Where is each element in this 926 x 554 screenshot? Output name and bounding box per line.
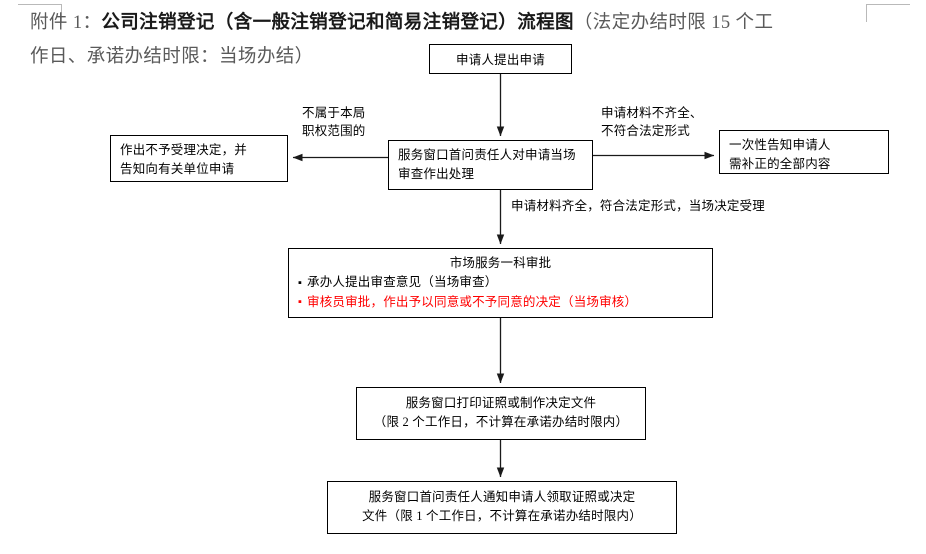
crop-mark-top-right-vertical [866, 4, 867, 22]
node-notify-correction[interactable]: 一次性告知申请人 需补正的全部内容 [719, 130, 889, 174]
title-paren-open: （法定办结时限 15 个工 [573, 13, 774, 33]
title-line2-prefix: 作日、承诺办结时限： [30, 47, 220, 67]
node-approval-bullet-1-text: 承办人提出审查意见（当场审查） [307, 275, 498, 289]
edge-label-out-of-scope-line-1: 不属于本局 [302, 106, 366, 120]
node-service-window-review[interactable]: 服务窗口首问责任人对申请当场 审查作出处理 [388, 140, 593, 190]
node-approval-bullet-2: ▪ 审核员审批，作出予以同意或不予同意的决定（当场审核） [298, 293, 703, 313]
crop-mark-top-right-horizontal [866, 4, 910, 5]
bullet-dot-icon: ▪ [298, 296, 303, 309]
node-approval-title: 市场服务一科审批 [449, 256, 552, 270]
node-deliver-line-2: 文件（限 1 个工作日，不计算在承诺办结时限内） [362, 509, 642, 523]
node-applicant-submits[interactable]: 申请人提出申请 [429, 44, 572, 74]
document-title: 附件 1：公司注销登记（含一般注销登记和简易注销登记）流程图（法定办结时限 15… [30, 6, 910, 40]
node-reject-line-2: 告知向有关单位申请 [120, 162, 235, 176]
crop-mark-top-left-horizontal [18, 4, 62, 5]
crop-mark-top-left-vertical [61, 4, 62, 22]
node-window-line-1: 服务窗口首问责任人对申请当场 [398, 148, 576, 162]
title-line2-highlight: 当场办结 [219, 47, 295, 67]
node-market-service-approval[interactable]: 市场服务一科审批 ▪ 承办人提出审查意见（当场审查） ▪ 审核员审批，作出予以同意或… [288, 248, 713, 318]
document-title-line-2: 作日、承诺办结时限：当场办结） [30, 40, 314, 74]
node-deliver-line-1: 服务窗口首问责任人通知申请人领取证照或决定 [368, 490, 636, 504]
node-reject-line-1: 作出不予受理决定，并 [120, 143, 248, 157]
node-notify-line-1: 一次性告知申请人 [729, 138, 831, 152]
title-line2-suffix: ） [294, 47, 314, 67]
node-print-certificate[interactable]: 服务窗口打印证照或制作决定文件 （限 2 个工作日，不计算在承诺办结时限内） [356, 387, 646, 440]
title-prefix: 附件 1： [30, 13, 102, 33]
node-apply-label: 申请人提出申请 [456, 53, 545, 67]
node-approval-bullet-1: ▪ 承办人提出审查意见（当场审查） [298, 273, 703, 293]
edge-label-incomplete-line-1: 申请材料不齐全、 [601, 106, 703, 120]
node-notify-line-2: 需补正的全部内容 [729, 157, 831, 171]
edge-label-out-of-scope: 不属于本局 职权范围的 [302, 104, 366, 140]
node-print-line-1: 服务窗口打印证照或制作决定文件 [405, 396, 597, 410]
bullet-dot-icon: ▪ [298, 276, 303, 289]
node-approval-bullet-2-text: 审核员审批，作出予以同意或不予同意的决定（当场审核） [307, 294, 638, 309]
edge-label-incomplete-line-2: 不符合法定形式 [601, 124, 690, 138]
node-deliver-documents[interactable]: 服务窗口首问责任人通知申请人领取证照或决定 文件（限 1 个工作日，不计算在承诺… [327, 481, 677, 534]
node-reject-decision[interactable]: 作出不予受理决定，并 告知向有关单位申请 [110, 135, 288, 182]
edge-label-incomplete-materials: 申请材料不齐全、 不符合法定形式 [601, 104, 703, 140]
node-window-line-2: 审查作出处理 [398, 167, 475, 181]
title-main: 公司注销登记（含一般注销登记和简易注销登记）流程图 [101, 13, 574, 33]
node-print-line-2: （限 2 个工作日，不计算在承诺办结时限内） [373, 415, 629, 429]
edge-label-out-of-scope-line-2: 职权范围的 [302, 124, 366, 138]
edge-label-accepted: 申请材料齐全，符合法定形式，当场决定受理 [511, 199, 766, 213]
